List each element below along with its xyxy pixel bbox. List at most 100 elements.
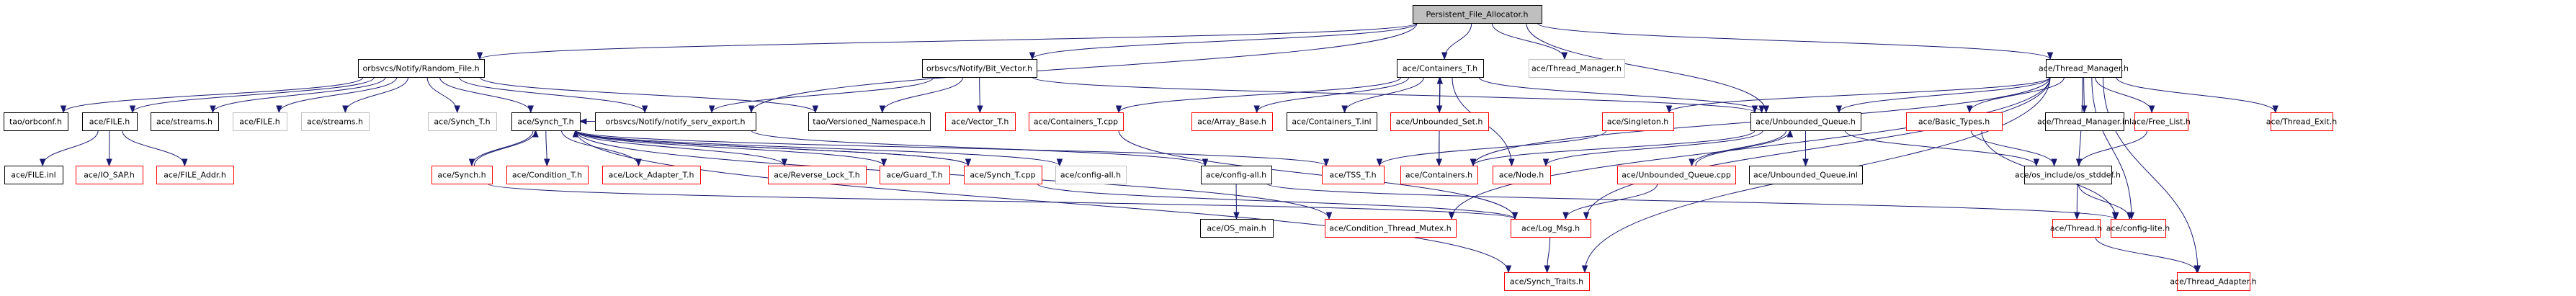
edge-line [2076,76,2083,220]
arrowhead-icon [572,129,579,138]
node-file-inl[interactable]: ace/FILE.inl [4,166,63,184]
node-box [2052,219,2101,238]
node-file-addr[interactable]: ace/FILE_Addr.h [156,166,234,184]
node-unbounded-queue-h[interactable]: ace/Unbounded_Queue.h [1750,112,1861,131]
node-free-list[interactable]: ace/Free_List.h [2132,112,2191,131]
edge-file-h-to-file-inl [39,130,99,167]
node-vector-t[interactable]: ace/Vector_T.h [945,112,1016,131]
node-label: ace/Thread_Manager.inl [2037,117,2132,127]
node-containers-t-h[interactable]: ace/Containers_T.h [1397,59,1484,78]
node-thread-adapter[interactable]: ace/Thread_Adapter.h [2170,272,2257,291]
edge-random-file-to-file-h [129,76,375,114]
arrowhead-icon [1561,52,1568,60]
node-file-h-gray[interactable]: ace/FILE.h [233,112,287,131]
node-synch-h[interactable]: ace/Synch.h [431,166,493,184]
edge-line [575,130,885,166]
node-notify-serv-export[interactable]: orbsvcs/Notify/notify_serv_export.h [595,112,756,131]
node-unbounded-queue-cpp[interactable]: ace/Unbounded_Queue.cpp [1617,166,1736,184]
node-node-h[interactable]: ace/Node.h [1493,166,1551,184]
edge-thread-manager-to-condition-thread-mutex [1448,76,2051,220]
node-os-stddef[interactable]: ace/os_include/os_stddef.h [2015,166,2121,184]
node-os-main[interactable]: ace/OS_main.h [1200,219,1274,238]
node-label: ace/Unbounded_Queue.inl [1753,171,1858,180]
node-thread-manager-gray[interactable]: ace/Thread_Manager.h [1529,59,1625,78]
node-lock-adapter-t[interactable]: ace/Lock_Adapter_T.h [602,166,701,184]
node-random-file[interactable]: orbsvcs/Notify/Random_File.h [358,59,485,78]
node-tss-t[interactable]: ace/TSS_T.h [1322,166,1385,184]
node-array-base[interactable]: ace/Array_Base.h [1191,112,1273,131]
node-basic-types[interactable]: ace/Basic_Types.h [1906,112,2003,131]
node-label: ace/IO_SAP.h [84,171,135,180]
node-containers-t-cpp[interactable]: ace/Containers_T.cpp [1029,112,1124,131]
node-condition-t[interactable]: ace/Condition_T.h [506,166,589,184]
edge-line [1379,130,1607,166]
arrowhead-icon [2047,52,2054,60]
node-label: ace/Containers.h [1405,171,1472,180]
edge-bit-vector-to-unbounded-queue-h [1032,76,1758,114]
edge-unbounded-queue-h-to-node-h [1542,130,1763,167]
node-synch-t-h-gray[interactable]: ace/Synch_T.h [428,112,497,131]
node-label: ace/FILE.h [239,117,279,127]
edge-line [1032,22,1418,60]
node-box [1397,59,1484,78]
arrowhead-icon [544,158,550,167]
node-config-all-gray[interactable]: ace/config-all.h [1055,166,1127,184]
arrowhead-icon [1751,105,1758,114]
node-versioned-namespace[interactable]: tao/Versioned_Namespace.h [808,112,931,131]
node-config-all[interactable]: ace/config-all.h [1201,166,1272,184]
arrowhead-icon [39,158,46,167]
arrowhead-icon [748,105,755,114]
node-synch-traits[interactable]: ace/Synch_Traits.h [1504,272,1590,291]
node-thread-manager-inl[interactable]: ace/Thread_Manager.inl [2037,112,2132,131]
edge-line [1545,130,1763,166]
nodes-layer: Persistent_File_Allocator.h orbsvcs/Notif… [4,5,2338,291]
node-guard-t[interactable]: ace/Guard_T.h [880,166,950,184]
arrowhead-icon [1233,212,1240,220]
edge-synch-h-to-synch-t-h [473,129,539,166]
node-label: ace/OS_main.h [1207,224,1266,233]
node-unbounded-set[interactable]: ace/Unbounded_Set.h [1390,112,1489,131]
node-label: ace/Synch_T.h [517,117,573,127]
node-label: tao/Versioned_Namespace.h [813,117,925,127]
node-file-h[interactable]: ace/FILE.h [82,112,138,131]
node-condition-thread-mutex[interactable]: ace/Condition_Thread_Mutex.h [1325,219,1457,238]
node-thread-h[interactable]: ace/Thread.h [2050,219,2102,238]
edge-line [1256,76,1410,113]
node-streams-h[interactable]: ace/streams.h [151,112,219,131]
arrowhead-icon [527,105,534,114]
node-box [76,166,143,184]
node-unbounded-queue-inl[interactable]: ace/Unbounded_Queue.inl [1749,166,1863,184]
node-synch-t-h[interactable]: ace/Synch_T.h [511,112,581,131]
edge-thread-manager-to-singleton [1665,76,2051,114]
node-io-sap[interactable]: ace/IO_SAP.h [76,166,143,184]
edge-bit-vector-to-notify-serv-export [708,76,934,114]
node-box [1602,112,1674,131]
arrowhead-icon [1436,76,1444,84]
node-singleton[interactable]: ace/Singleton.h [1602,112,1674,131]
node-orbconf[interactable]: tao/orbconf.h [4,112,68,131]
node-containers-t-inl[interactable]: ace/Containers_T.inl [1287,112,1377,131]
node-box [428,112,497,131]
node-bit-vector[interactable]: orbsvcs/Notify/Bit_Vector.h [922,59,1037,78]
node-root[interactable]: Persistent_File_Allocator.h [1413,5,1542,24]
arrowhead-icon [2051,158,2057,167]
node-reverse-lock-t[interactable]: ace/Reverse_Lock_T.h [768,166,867,184]
node-synch-t-cpp[interactable]: ace/Synch_T.cpp [964,166,1042,184]
arrowhead-icon [1581,265,1588,274]
node-box [2134,112,2188,131]
node-config-lite[interactable]: ace/config-lite.h [2106,219,2170,238]
node-label: ace/Reverse_Lock_T.h [774,171,859,180]
node-log-msg[interactable]: ace/Log_Msg.h [1511,219,1591,238]
node-streams-h-gray[interactable]: ace/streams.h [301,112,370,131]
node-containers-h[interactable]: ace/Containers.h [1400,166,1478,184]
edge-line [1537,22,2051,60]
node-thread-exit[interactable]: ace/Thread_Exit.h [2266,112,2338,131]
node-label: ace/Guard_T.h [886,171,942,180]
arrowhead-icon [1341,105,1348,114]
arrowhead-icon [965,158,972,167]
node-box [151,112,219,131]
node-box [2046,59,2122,78]
arrowhead-icon [1511,212,1519,220]
node-thread-manager[interactable]: ace/Thread_Manager.h [2039,59,2129,78]
edge-root-to-thread-manager-gray [1491,22,1568,60]
